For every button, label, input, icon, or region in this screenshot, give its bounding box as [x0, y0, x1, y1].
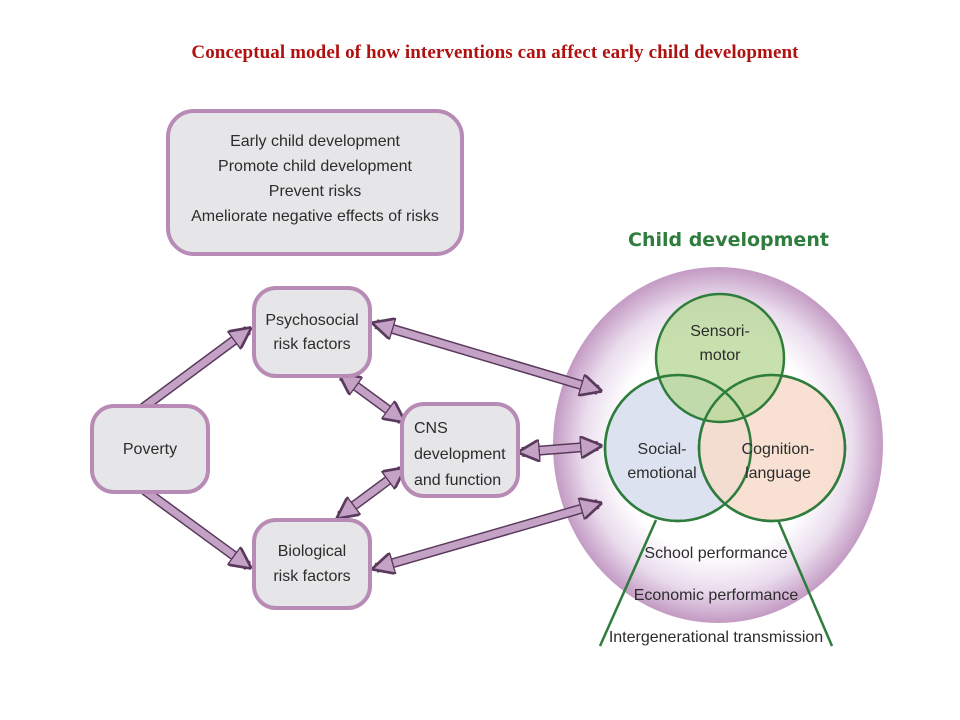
- cns-label-3: and function: [414, 472, 501, 489]
- outcome-intergenerational-transmission: Intergenerational transmission: [609, 629, 823, 646]
- intervention-line-1: Early child development: [230, 133, 400, 150]
- cns-label-1: CNS: [414, 420, 448, 437]
- sensorimotor-label-2: motor: [700, 347, 742, 364]
- child-development-heading: Child development: [628, 229, 829, 251]
- arrow-psychosocial-cns: [342, 376, 402, 420]
- slide-title: Conceptual model of how interventions ca…: [191, 42, 799, 63]
- cognition-language-outline: [697, 373, 847, 523]
- funnel-right-line: [776, 519, 834, 647]
- sensorimotor-circle: [654, 292, 786, 424]
- arrow-poverty-psychosocial: [137, 330, 248, 413]
- poverty-label: Poverty: [123, 441, 177, 458]
- sensorimotor-label-1: Sensori-: [690, 323, 750, 340]
- psychosocial-label-1: Psychosocial: [265, 312, 358, 329]
- cognition-language-label-1: Cognition-: [742, 441, 815, 458]
- arrow-cns-biological: [340, 470, 402, 516]
- psychosocial-box: [252, 286, 372, 378]
- biological-label-1: Biological: [278, 543, 346, 560]
- arrow-psychosocial-child: [376, 324, 598, 390]
- poverty-box: [90, 404, 210, 494]
- cns-box: [400, 402, 520, 498]
- outcome-school-performance: School performance: [644, 545, 787, 562]
- intervention-line-3: Prevent risks: [269, 183, 361, 200]
- funnel-left-line: [598, 519, 658, 647]
- social-emotional-outline: [603, 373, 753, 523]
- intervention-line-4: Ameliorate negative effects of risks: [191, 208, 439, 225]
- arrow-poverty-biological: [137, 484, 248, 566]
- biological-label-2: risk factors: [273, 568, 350, 585]
- cns-label-2: development: [414, 446, 506, 463]
- intervention-box: [166, 109, 464, 256]
- intervention-line-2: Promote child development: [218, 158, 412, 175]
- outcome-economic-performance: Economic performance: [634, 587, 799, 604]
- social-emotional-label-2: emotional: [627, 465, 696, 482]
- psychosocial-label-2: risk factors: [273, 336, 350, 353]
- biological-box: [252, 518, 372, 610]
- social-emotional-label-1: Social-: [638, 441, 687, 458]
- cognition-language-label-2: language: [745, 465, 811, 482]
- arrow-biological-child: [376, 504, 598, 568]
- arrow-cns-child: [522, 446, 598, 452]
